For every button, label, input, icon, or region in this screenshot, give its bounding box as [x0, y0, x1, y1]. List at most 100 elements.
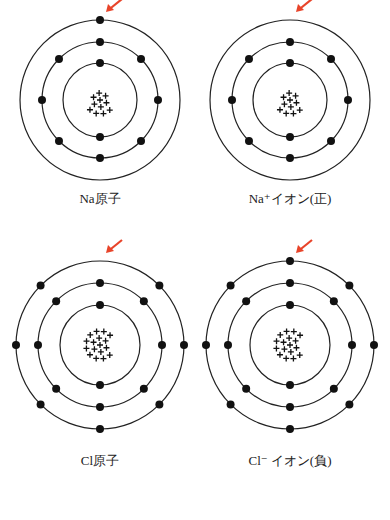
proton-sign	[94, 328, 100, 334]
electron-shell	[42, 42, 158, 158]
electron	[327, 137, 335, 145]
electron	[180, 341, 188, 349]
proton-sign	[107, 332, 113, 338]
proton-sign	[297, 332, 303, 338]
electron	[370, 341, 378, 349]
proton-sign	[87, 332, 93, 338]
proton-sign	[277, 352, 283, 358]
proton-sign	[286, 90, 292, 96]
proton-sign	[281, 94, 287, 100]
proton-sign	[87, 352, 93, 358]
proton-sign	[98, 104, 104, 110]
electron	[228, 96, 236, 104]
proton-sign	[293, 93, 299, 99]
proton-sign	[91, 94, 97, 100]
electron	[96, 16, 104, 24]
electron	[286, 403, 294, 411]
electron	[286, 301, 294, 309]
electron	[224, 341, 232, 349]
electron	[286, 133, 294, 141]
electron-shell	[228, 283, 352, 407]
electron	[37, 282, 45, 290]
proton-sign	[273, 345, 279, 351]
pointer-arrowhead	[106, 4, 114, 12]
proton-sign	[91, 101, 97, 107]
electron	[96, 425, 104, 433]
electron	[286, 279, 294, 287]
electron	[286, 154, 294, 162]
proton-sign	[97, 97, 103, 103]
electron	[327, 55, 335, 63]
proton-sign	[297, 352, 303, 358]
pointer-arrowhead	[296, 4, 304, 12]
atom-caption: Cl⁻ イオン(負)	[248, 452, 331, 470]
proton-sign	[98, 349, 104, 355]
electron	[12, 341, 20, 349]
proton-sign	[297, 107, 303, 113]
electron	[345, 282, 353, 290]
electron-shell	[253, 63, 327, 137]
atom-caption: Na⁺イオン(正)	[249, 190, 332, 208]
proton-sign	[284, 328, 290, 334]
proton-sign	[283, 110, 289, 116]
proton-sign	[291, 329, 297, 335]
proton-sign	[290, 356, 296, 362]
proton-sign	[107, 107, 113, 113]
electron	[286, 381, 294, 389]
electron-shell	[60, 305, 140, 385]
proton-sign	[103, 345, 109, 351]
proton-sign	[97, 342, 103, 348]
electron	[155, 282, 163, 290]
proton-sign	[100, 356, 106, 362]
proton-sign	[91, 346, 97, 352]
electron	[52, 297, 60, 305]
electron	[37, 400, 45, 408]
electron	[286, 257, 294, 265]
proton-sign	[101, 329, 107, 335]
proton-sign	[290, 111, 296, 117]
electron	[242, 297, 250, 305]
proton-sign	[93, 110, 99, 116]
electron	[242, 385, 250, 393]
electron	[345, 400, 353, 408]
proton-sign	[281, 346, 287, 352]
proton-sign	[103, 93, 109, 99]
proton-sign	[287, 97, 293, 103]
electron	[38, 96, 46, 104]
electron	[55, 137, 63, 145]
electron	[96, 59, 104, 67]
electron	[96, 381, 104, 389]
proton-sign	[103, 338, 109, 344]
proton-sign	[293, 345, 299, 351]
proton-sign	[293, 338, 299, 344]
electron	[96, 301, 104, 309]
electron	[227, 400, 235, 408]
electron	[137, 137, 145, 145]
electron	[286, 59, 294, 67]
electron-shell	[20, 20, 180, 180]
proton-sign	[84, 338, 90, 344]
proton-sign	[287, 342, 293, 348]
proton-sign	[93, 355, 99, 361]
proton-sign	[286, 335, 292, 341]
electron	[344, 96, 352, 104]
electron	[330, 297, 338, 305]
electron-shell	[16, 261, 184, 429]
electron	[245, 55, 253, 63]
electron	[140, 297, 148, 305]
electron	[202, 341, 210, 349]
electron	[34, 341, 42, 349]
electron-shell	[250, 305, 330, 385]
electron	[155, 400, 163, 408]
proton-sign	[100, 111, 106, 117]
electron-shell	[63, 63, 137, 137]
electron	[52, 385, 60, 393]
electron	[96, 133, 104, 141]
proton-sign	[83, 345, 89, 351]
electron	[286, 425, 294, 433]
electron	[96, 154, 104, 162]
proton-sign	[281, 339, 287, 345]
proton-sign	[277, 332, 283, 338]
